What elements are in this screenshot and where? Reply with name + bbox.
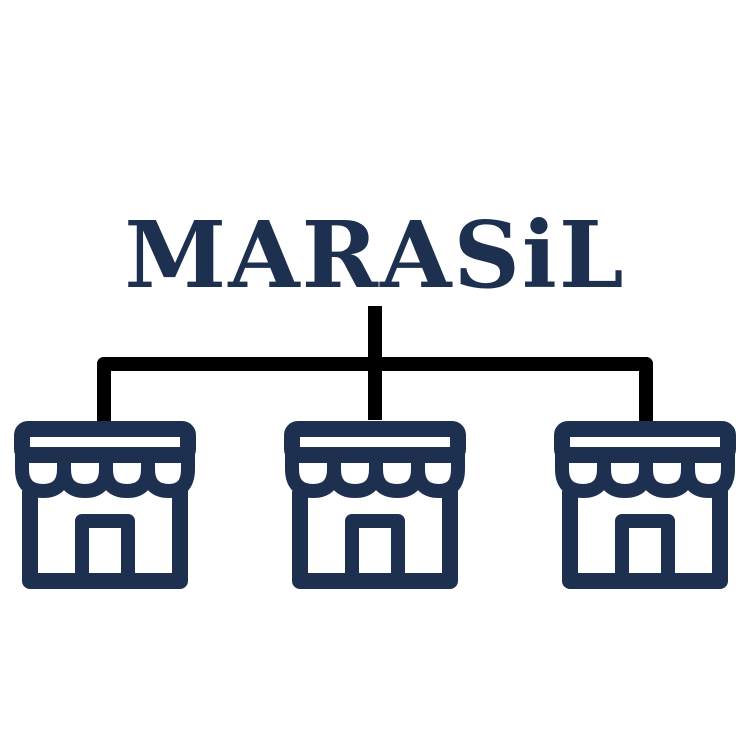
store-icon-center — [292, 429, 458, 581]
connector-lines — [97, 306, 653, 427]
brand-name: MARASiL — [124, 201, 626, 309]
store-icon-left — [22, 429, 188, 581]
store-icon-right — [562, 429, 728, 581]
